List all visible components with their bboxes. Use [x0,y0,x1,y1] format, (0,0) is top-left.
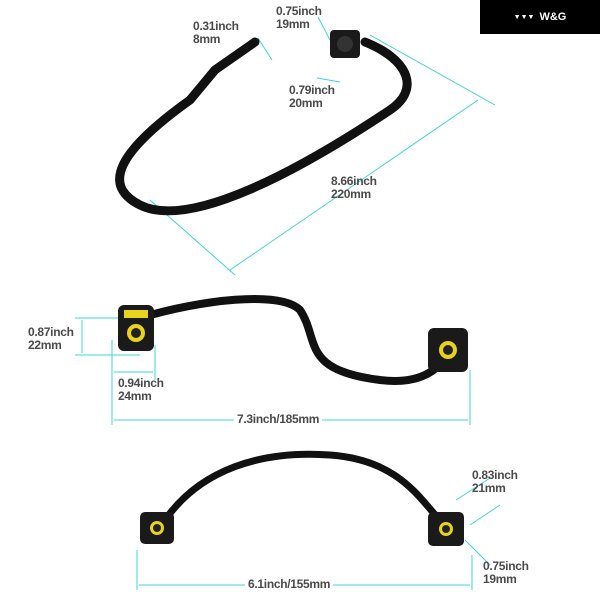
mm-value: 24mm [118,389,152,403]
top-connector-width-label: 0.79inch 20mm [289,84,335,110]
hoses [115,37,454,524]
bottom-length-label: 6.1inch/155mm [245,578,334,591]
mm-value: 19mm [276,17,310,31]
top-length-label: 8.66inch 220mm [331,175,377,201]
brand-logo: ▼▼▼ W&G [480,0,600,34]
brand-logo-mark: ▼▼▼ [513,13,535,21]
inch-value: 0.79inch [289,83,335,97]
middle-connector-height-label: 0.87inch 22mm [28,326,74,352]
mm-value: 220mm [331,187,371,201]
top-connector-height-label: 0.75inch 19mm [276,5,322,31]
inch-value: 0.83inch [472,468,518,482]
inch-value: 0.31inch [193,19,239,33]
bottom-connector-height-label: 0.83inch 21mm [472,469,518,495]
inch-value: 0.75inch [483,559,529,573]
connectors [118,30,468,546]
mm-value: 8mm [193,32,221,46]
inch-value: 0.75inch [276,4,322,18]
top-tip-diameter-label: 0.31inch 8mm [193,20,239,46]
brand-name: W&G [539,11,567,23]
middle-length-label: 7.3inch/185mm [234,413,323,426]
middle-connector-width-label: 0.94inch 24mm [118,377,164,403]
mm-value: 19mm [483,572,517,586]
inch-value: 0.87inch [28,325,74,339]
inch-value: 8.66inch [331,174,377,188]
mm-value: 21mm [472,481,506,495]
inch-value: 0.94inch [118,376,164,390]
mm-value: 20mm [289,96,323,110]
mm-value: 22mm [28,338,62,352]
bottom-connector-width-label: 0.75inch 19mm [483,560,529,586]
